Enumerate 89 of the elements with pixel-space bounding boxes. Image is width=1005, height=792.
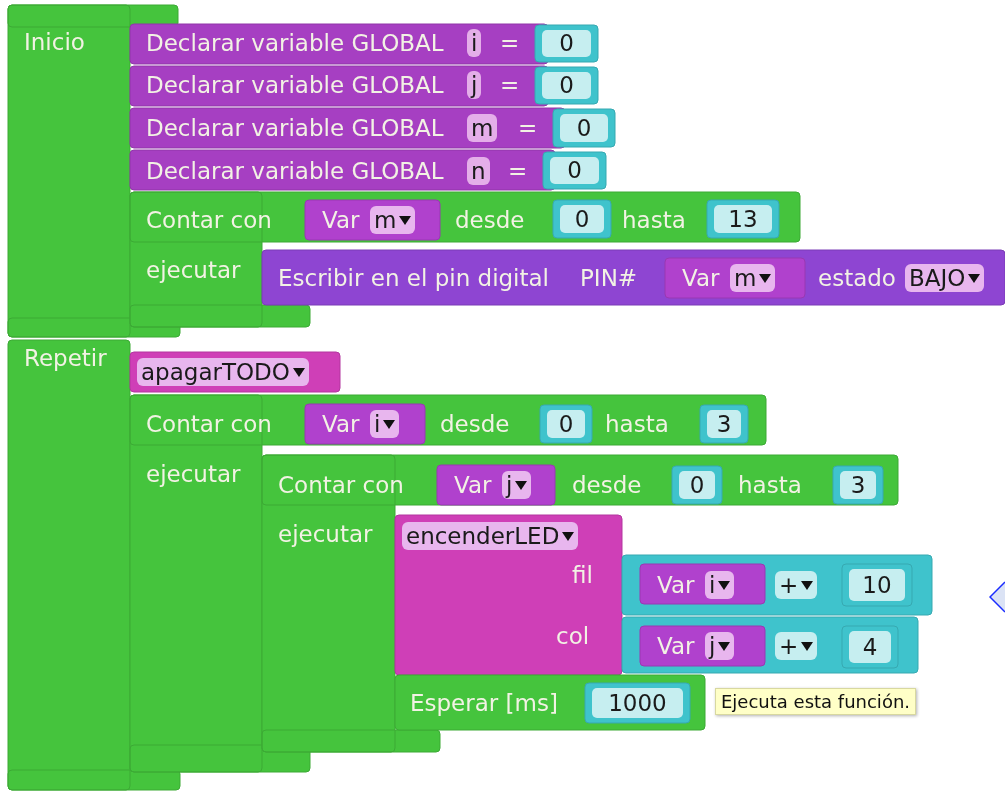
declare-variable-block <box>130 150 555 190</box>
block-label: Esperar [ms] <box>410 689 558 717</box>
dropdown: apagarTODO <box>137 358 309 386</box>
number-field: 0 <box>560 114 608 142</box>
number-field: 0 <box>547 410 585 438</box>
number-block <box>543 152 606 189</box>
block-label: = <box>508 157 528 185</box>
number-field: 3 <box>707 410 741 438</box>
block-label: hasta <box>605 410 669 438</box>
function-call-block <box>395 515 622 675</box>
operator-dropdown: + <box>775 632 818 660</box>
function-call-block <box>130 352 340 392</box>
number-block <box>535 67 598 104</box>
declare-variable-block <box>130 108 565 148</box>
block-label: Contar con <box>146 410 272 438</box>
number-block <box>553 109 615 147</box>
block-label: col <box>556 622 590 650</box>
number-field: 0 <box>679 471 715 499</box>
number-field: 0 <box>542 30 591 57</box>
block-label: Var <box>657 571 695 599</box>
number-field: 10 <box>849 569 905 601</box>
variable-name-field: n <box>467 157 490 185</box>
dropdown: i <box>705 571 735 599</box>
block-label: = <box>518 114 538 142</box>
variable-block <box>437 465 555 505</box>
block-label: = <box>500 71 520 99</box>
variable-name-field: m <box>467 114 498 142</box>
delay-block <box>395 675 705 730</box>
number-field: 0 <box>560 205 604 233</box>
number-block <box>833 466 883 504</box>
variable-name-field: j <box>467 71 482 99</box>
number-field: 1000 <box>592 688 683 718</box>
variable-block <box>305 200 440 240</box>
dropdown: j <box>705 632 735 660</box>
block-label: Var <box>657 632 695 660</box>
declare-variable-block <box>130 24 548 64</box>
block-label: estado <box>818 264 896 292</box>
block-label: fil <box>572 561 593 589</box>
block-label: Var <box>322 410 360 438</box>
block-label: desde <box>440 410 510 438</box>
operator-dropdown: + <box>775 571 818 599</box>
block-label: Var <box>454 471 492 499</box>
variable-block <box>305 404 425 444</box>
number-field: 13 <box>714 205 772 233</box>
dropdown: encenderLED <box>402 522 579 550</box>
number-block <box>672 466 722 504</box>
variable-block <box>640 626 765 666</box>
number-block <box>842 626 898 668</box>
number-field: 4 <box>849 631 891 663</box>
block-label: Inicio <box>24 28 85 56</box>
block-label: Declarar variable GLOBAL <box>146 71 444 99</box>
block-label: Contar con <box>146 206 272 234</box>
block-label: PIN# <box>580 264 638 292</box>
number-block <box>535 25 598 62</box>
dropdown: m <box>370 206 416 234</box>
number-block <box>842 564 912 606</box>
dropdown: BAJO <box>905 264 985 292</box>
block-label: Declarar variable GLOBAL <box>146 114 444 142</box>
block-label: ejecutar <box>146 460 241 488</box>
block-label: Var <box>682 264 720 292</box>
tooltip: Ejecuta esta función. <box>715 688 917 715</box>
block-label: = <box>500 29 520 57</box>
block-label: Escribir en el pin digital <box>278 264 549 292</box>
dropdown: j <box>502 471 532 499</box>
block-label: ejecutar <box>278 520 373 548</box>
number-field: 0 <box>542 72 591 99</box>
block-label: desde <box>572 471 642 499</box>
number-field: 0 <box>550 157 599 184</box>
number-block <box>585 683 690 723</box>
block-label: Declarar variable GLOBAL <box>146 29 444 57</box>
block-label: Repetir <box>24 344 107 372</box>
dropdown: m <box>730 264 776 292</box>
variable-block <box>665 258 805 298</box>
number-block <box>540 405 592 443</box>
number-block <box>707 200 779 238</box>
block-label: desde <box>455 206 525 234</box>
block-label: hasta <box>622 206 686 234</box>
block-label: Declarar variable GLOBAL <box>146 157 444 185</box>
declare-variable-block <box>130 66 548 106</box>
block-label: Contar con <box>278 471 404 499</box>
number-block <box>700 405 748 443</box>
dropdown: i <box>370 410 400 438</box>
block-label: Var <box>322 206 360 234</box>
variable-name-field: i <box>467 29 482 57</box>
variable-block <box>640 564 765 604</box>
block-label: ejecutar <box>146 256 241 284</box>
number-field: 3 <box>840 471 876 499</box>
number-block <box>553 200 611 238</box>
block-label: hasta <box>738 471 802 499</box>
